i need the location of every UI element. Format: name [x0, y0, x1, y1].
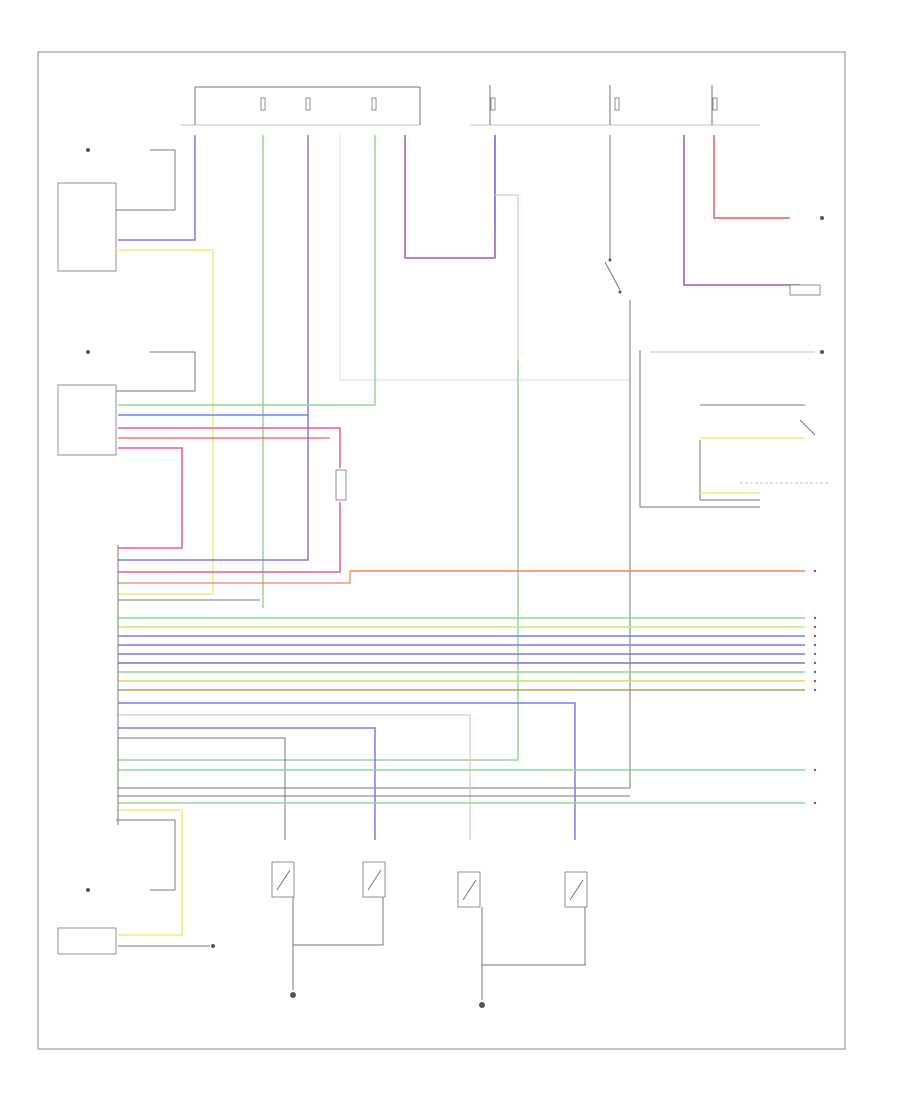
- wire-gray-1: [339, 135, 630, 381]
- connector-arrow: [86, 888, 90, 892]
- module-box-bottom: [57, 927, 117, 955]
- connector-arrow: [820, 216, 824, 220]
- module-box-top: [57, 182, 117, 272]
- wire-red-1: [713, 135, 790, 219]
- wire-yellow-1: [118, 249, 214, 595]
- connector-arrow: [211, 944, 215, 948]
- connector-dots: [86, 148, 215, 948]
- switch-symbol: [604, 258, 622, 294]
- vertical-wires: [118, 135, 800, 789]
- wire-blue-1: [118, 135, 196, 241]
- module-box-middle: [57, 384, 117, 456]
- wire-pink-loop2: [118, 502, 341, 573]
- diagram-frame: [37, 51, 846, 1050]
- module-loops: [116, 149, 196, 891]
- power-bus: [180, 85, 760, 126]
- horizontal-bundle: [118, 570, 805, 947]
- fuse-symbol: [305, 97, 311, 111]
- right-connectors: [789, 216, 824, 354]
- switch-symbol: [457, 871, 481, 908]
- ground-symbols: [290, 992, 485, 1008]
- wire-blue-down1: [118, 702, 576, 840]
- wire-pink-short: [118, 447, 183, 549]
- fuse-symbol: [712, 97, 718, 111]
- fuse-symbol: [614, 97, 620, 111]
- wire-yellow-bottom: [118, 809, 183, 936]
- wire-purple-2: [683, 135, 800, 286]
- wire-pink-loop: [118, 427, 341, 468]
- wire-lightpink-1: [495, 194, 519, 360]
- right-terminals: [813, 569, 817, 805]
- ground-symbol: [479, 1002, 485, 1008]
- fuse-symbol: [371, 97, 377, 111]
- wire-blue-2: [118, 135, 309, 561]
- fuse-symbol: [490, 97, 496, 111]
- right-switch-module: [639, 350, 830, 508]
- switch-symbol: [362, 861, 386, 898]
- connector-arrow: [789, 284, 821, 296]
- switch-symbol: [271, 861, 295, 898]
- wire-green-3: [118, 360, 519, 761]
- switch-symbol: [564, 871, 588, 908]
- fuse-group: [260, 97, 718, 111]
- wire-gray-down: [118, 737, 286, 840]
- wire-green-2: [118, 135, 376, 406]
- connector-arrow: [86, 148, 90, 152]
- connector-arrow: [86, 350, 90, 354]
- connector-arrow: [820, 350, 824, 354]
- bottom-switches: [271, 861, 588, 1000]
- fuse-symbol: [260, 97, 266, 111]
- wire-lightpink-down: [118, 714, 471, 840]
- resistor-symbol: [335, 469, 347, 501]
- wire-orange-2: [118, 571, 351, 584]
- wire-gray-3: [118, 300, 631, 789]
- ground-symbol: [290, 992, 296, 998]
